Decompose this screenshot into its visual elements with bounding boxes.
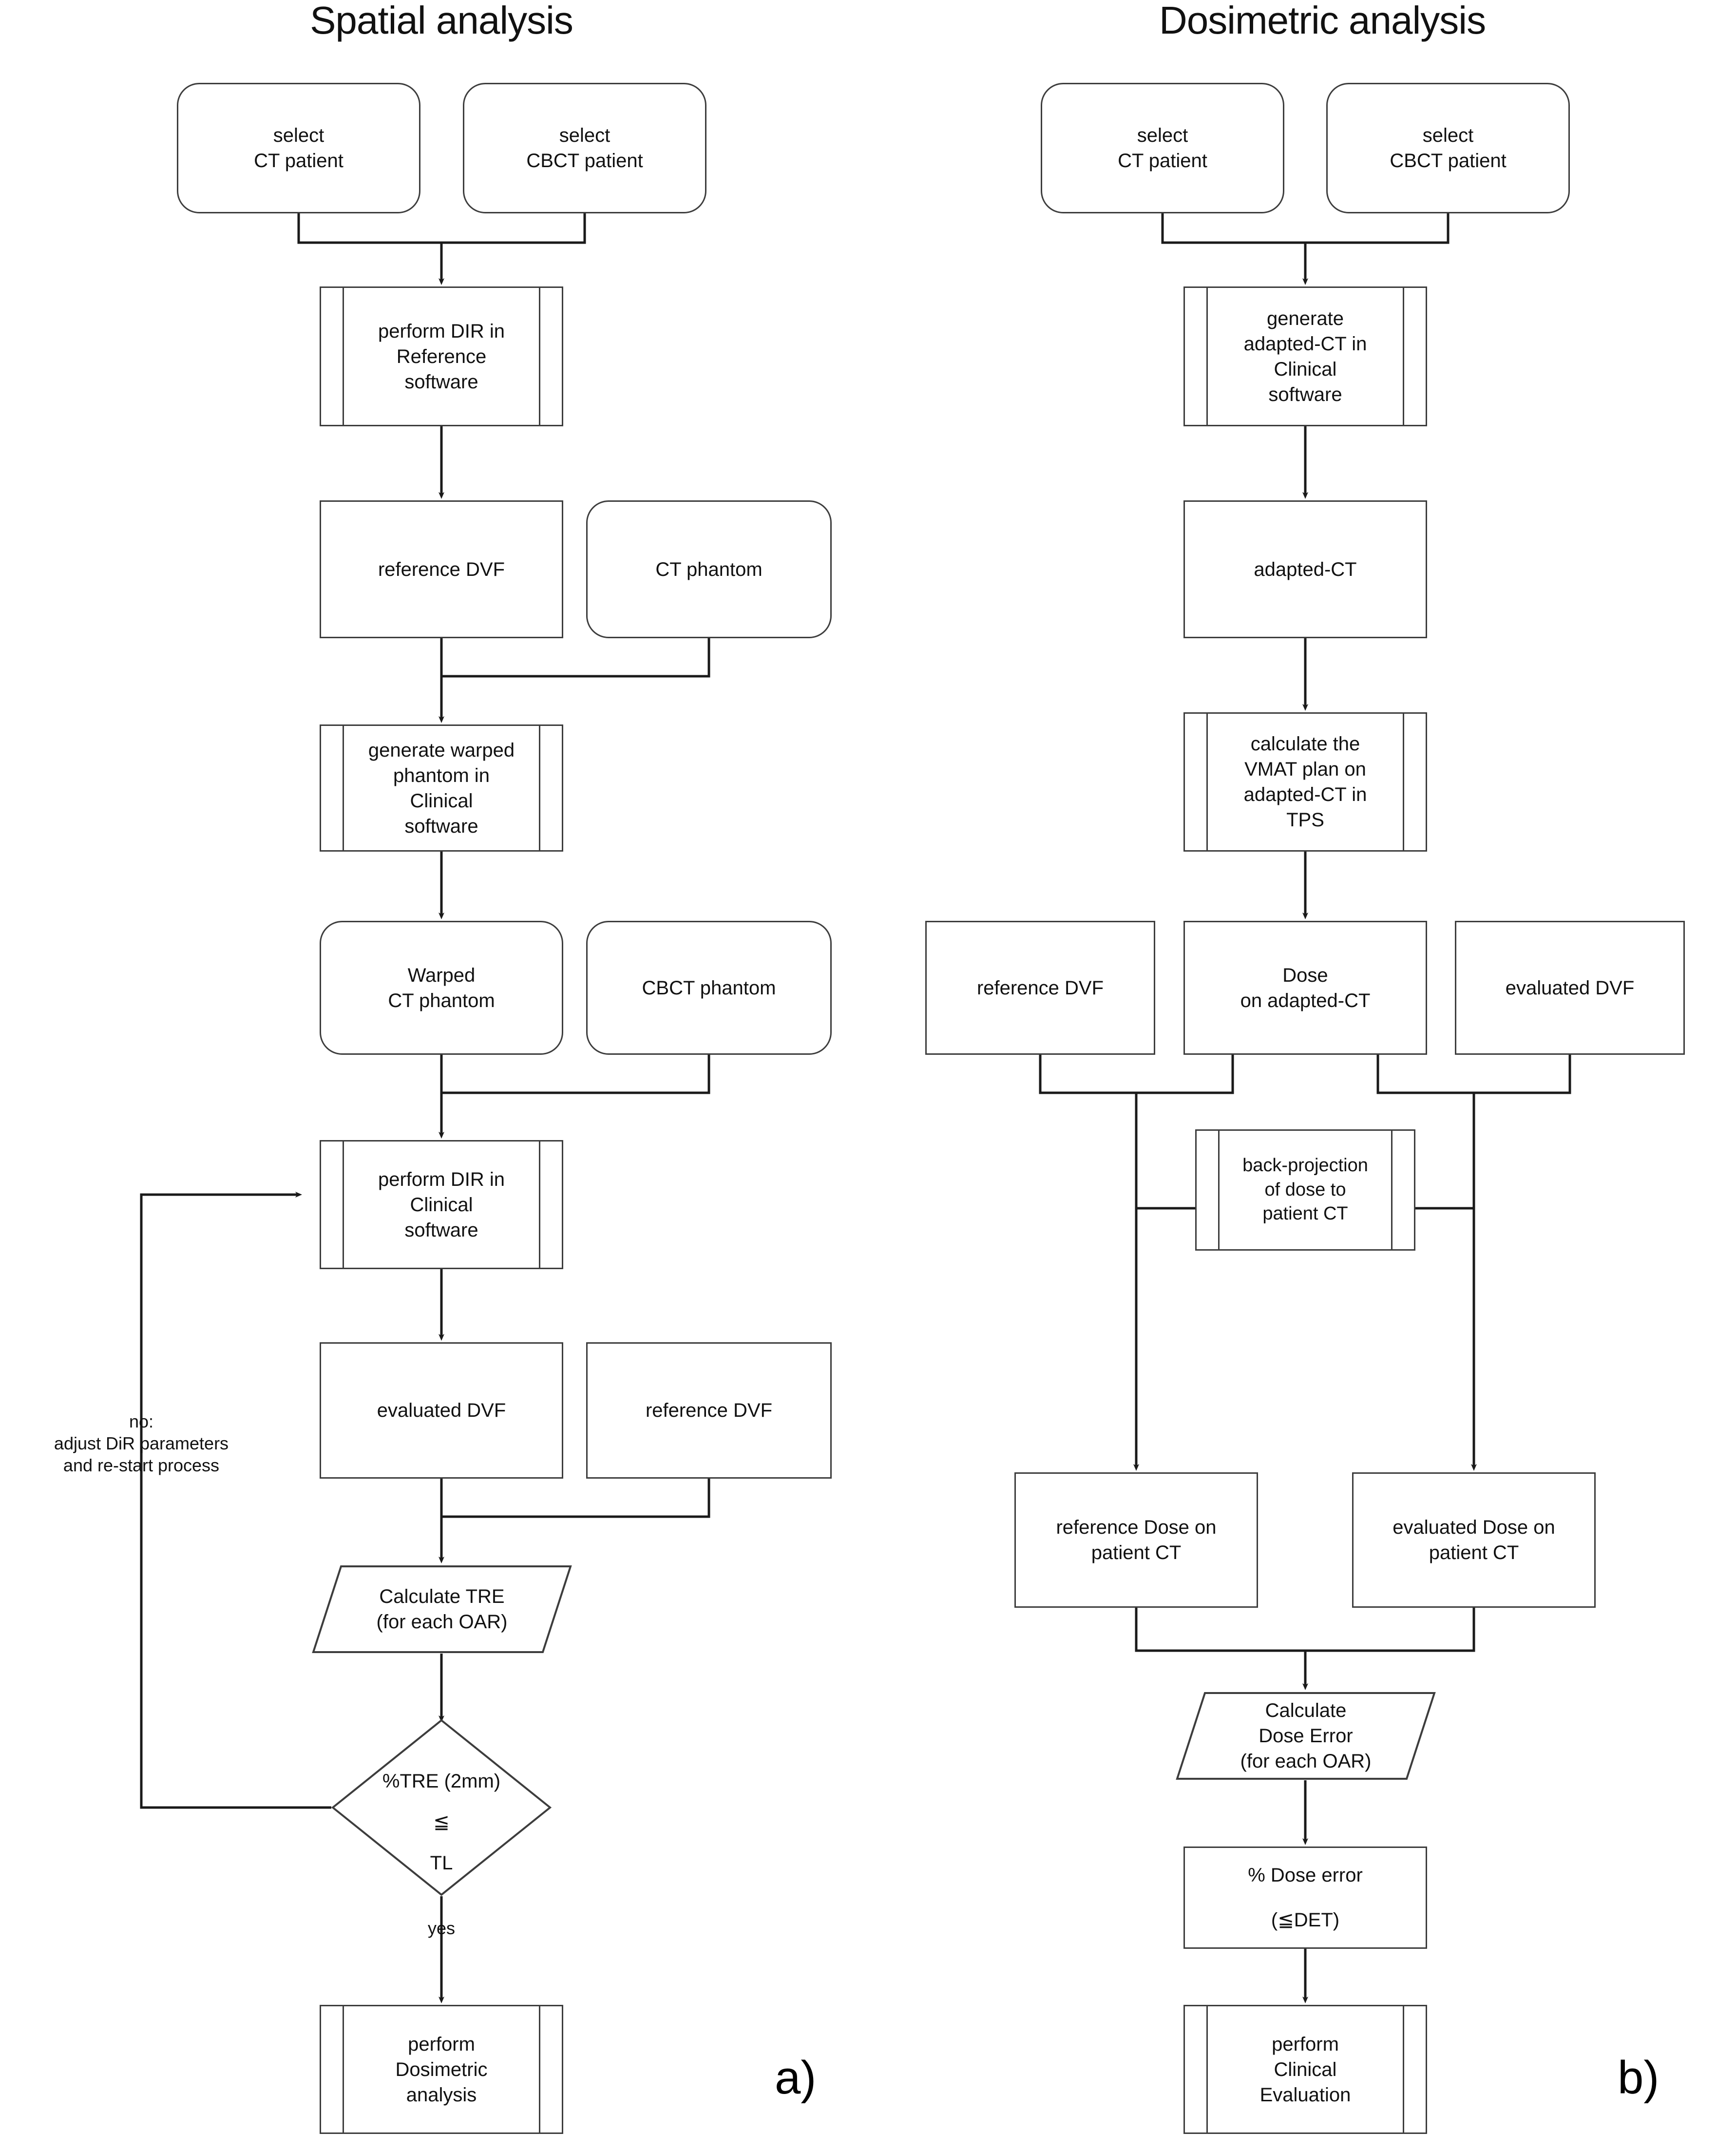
node-label: select CT patient [1118,125,1207,171]
node-label: % Dose error (≦DET) [1248,1865,1363,1931]
node-calculate-tre[interactable]: Calculate TRE (for each OAR) [312,1565,572,1654]
node-decision-tre-threshold[interactable]: %TRE (2mm) ≦ TL [331,1719,552,1896]
node-select-ct-patient-dosimetric[interactable]: select CT patient [1041,83,1284,213]
node-reference-dose-on-patient-ct[interactable]: reference Dose on patient CT [1014,1472,1258,1608]
node-evaluated-dvf-spatial[interactable]: evaluated DVF [320,1342,563,1479]
node-ct-phantom[interactable]: CT phantom [586,500,832,638]
node-label: CT phantom [655,558,763,580]
node-label: CBCT phantom [642,977,776,999]
edge-label-no-adjust-dir: no: adjust DiR parameters and re-start p… [54,1411,229,1475]
node-adapted-ct[interactable]: adapted-CT [1183,500,1427,638]
node-perform-clinical-evaluation[interactable]: perform Clinical Evaluation [1183,2005,1427,2134]
node-reference-dvf-dosimetric[interactable]: reference DVF [925,921,1155,1055]
node-label: select CT patient [254,125,343,171]
node-back-projection-of-dose-to-patient-ct[interactable]: back-projection of dose to patient CT [1195,1129,1415,1251]
diamond-shape [331,1719,552,1896]
node-generate-warped-phantom-clinical-software[interactable]: generate warped phantom in Clinical soft… [320,724,563,852]
node-perform-dir-clinical-software[interactable]: perform DIR in Clinical software [320,1140,563,1269]
node-label: back-projection of dose to patient CT [1242,1155,1368,1224]
node-label: reference DVF [976,977,1104,999]
node-label: adapted-CT [1254,558,1357,580]
node-label: perform Clinical Evaluation [1259,2033,1351,2106]
panel-title-spatial: Spatial analysis [310,0,573,42]
panel-label-b: b) [1618,2052,1660,2104]
node-perform-dir-reference-software[interactable]: perform DIR in Reference software [320,286,563,426]
node-warped-ct-phantom[interactable]: Warped CT phantom [320,921,563,1055]
node-label: evaluated DVF [1505,977,1635,999]
node-reference-dvf-spatial[interactable]: reference DVF [320,500,563,638]
node-perform-dosimetric-analysis[interactable]: perform Dosimetric analysis [320,2005,563,2134]
node-reference-dvf-spatial-2[interactable]: reference DVF [586,1342,832,1479]
panel-label-a: a) [775,2052,817,2104]
node-label: %TRE (2mm) ≦ TL [382,1770,501,1874]
node-select-cbct-patient-spatial[interactable]: select CBCT patient [463,83,706,213]
node-label: reference DVF [378,558,505,580]
node-label: reference Dose on patient CT [1056,1517,1217,1563]
node-label: perform Dosimetric analysis [395,2033,488,2106]
node-label: evaluated Dose on patient CT [1393,1517,1555,1563]
parallelogram-shape [312,1565,572,1654]
parallelogram-shape [1176,1692,1436,1780]
edge-label-yes: yes [427,1918,456,1938]
node-evaluated-dvf-dosimetric[interactable]: evaluated DVF [1455,921,1685,1055]
node-label: reference DVF [645,1400,773,1421]
node-select-cbct-patient-dosimetric[interactable]: select CBCT patient [1326,83,1570,213]
node-calculate-dose-error[interactable]: Calculate Dose Error (for each OAR) [1176,1692,1436,1780]
node-cbct-phantom[interactable]: CBCT phantom [586,921,832,1055]
node-dose-on-adapted-ct[interactable]: Dose on adapted-CT [1183,921,1427,1055]
node-evaluated-dose-on-patient-ct[interactable]: evaluated Dose on patient CT [1352,1472,1596,1608]
node-calculate-vmat-plan-tps[interactable]: calculate the VMAT plan on adapted-CT in… [1183,712,1427,852]
node-generate-adapted-ct-clinical-software[interactable]: generate adapted-CT in Clinical software [1183,286,1427,426]
node-label: select CBCT patient [526,125,643,171]
node-percent-dose-error-det[interactable]: % Dose error (≦DET) [1183,1846,1427,1949]
node-label: Dose on adapted-CT [1240,964,1371,1011]
node-label: generate warped phantom in Clinical soft… [368,739,515,837]
panel-title-dosimetric: Dosimetric analysis [1159,0,1486,42]
node-label: select CBCT patient [1390,125,1507,171]
node-label: perform DIR in Reference software [378,320,505,393]
node-label: perform DIR in Clinical software [378,1168,505,1241]
node-label: calculate the VMAT plan on adapted-CT in… [1243,733,1367,831]
node-label: Calculate Dose Error (for each OAR) [1240,1700,1372,1772]
node-label: Warped CT phantom [388,964,495,1011]
node-label: generate adapted-CT in Clinical software [1243,307,1367,405]
node-label: evaluated DVF [377,1400,506,1421]
node-select-ct-patient-spatial[interactable]: select CT patient [177,83,420,213]
node-label: Calculate TRE (for each OAR) [376,1586,508,1633]
